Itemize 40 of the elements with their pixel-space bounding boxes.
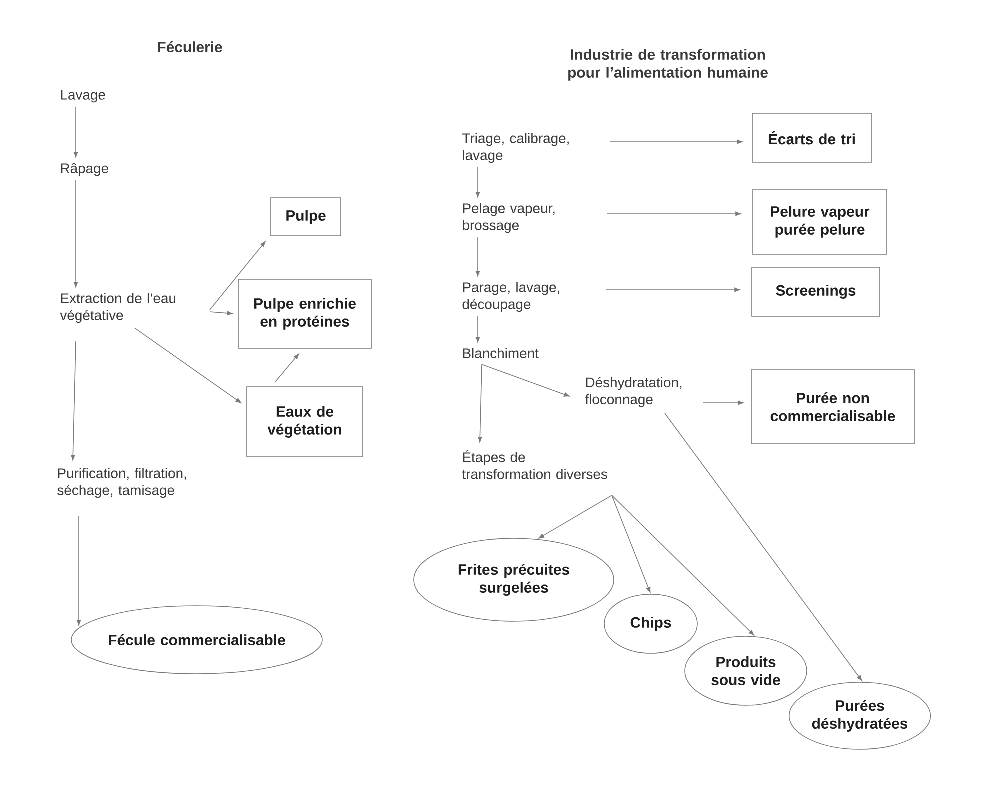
arrow xyxy=(612,495,651,593)
step-text: Lavage xyxy=(61,90,106,103)
step-text: Râpage xyxy=(61,163,108,176)
arrow xyxy=(74,180,78,288)
step-text: Blanchiment xyxy=(463,348,539,358)
arrow xyxy=(210,241,266,310)
arrow xyxy=(476,236,480,277)
step-text: Étapes de transformation diverses xyxy=(462,450,608,480)
arrow xyxy=(70,340,76,461)
arrow xyxy=(134,328,242,404)
arrow xyxy=(210,311,233,316)
step-text: Déshydratation, floconnage xyxy=(585,377,682,408)
column-heading: Féculerie xyxy=(158,41,222,53)
column-heading: Industrie de transformation pour l’alimentation humaine xyxy=(568,49,768,81)
step-text: Triage, calibrage, lavage xyxy=(462,133,569,164)
arrow xyxy=(538,495,612,539)
product-box: Pelure vapeur purée pelure xyxy=(752,189,888,255)
arrow xyxy=(606,212,742,216)
arrow xyxy=(74,106,78,158)
arrow xyxy=(606,288,740,292)
arrow xyxy=(482,364,570,397)
arrow xyxy=(274,354,300,383)
product-box: Pulpe enrichie en protéines xyxy=(238,279,372,349)
product-box: Purée non commercialisable xyxy=(751,370,915,444)
step-text: Purification, filtration, séchage, tamisage xyxy=(58,468,186,498)
product-box: Écarts de tri xyxy=(752,113,872,163)
arrow xyxy=(76,516,82,626)
arrow xyxy=(476,316,480,343)
product-box: Eaux de végétation xyxy=(246,386,364,458)
arrow xyxy=(610,140,743,144)
arrow xyxy=(476,166,480,198)
arrow xyxy=(702,400,744,406)
arrow xyxy=(612,495,754,636)
product-box: Screenings xyxy=(752,267,880,317)
product-box: Pulpe xyxy=(270,198,342,236)
step-text: Pelage vapeur, brossage xyxy=(463,203,555,234)
arrow xyxy=(664,413,862,682)
step-text: Extraction de l’eau végétative xyxy=(60,293,176,324)
step-text: Parage, lavage, découpage xyxy=(462,282,560,312)
arrow xyxy=(478,364,482,443)
